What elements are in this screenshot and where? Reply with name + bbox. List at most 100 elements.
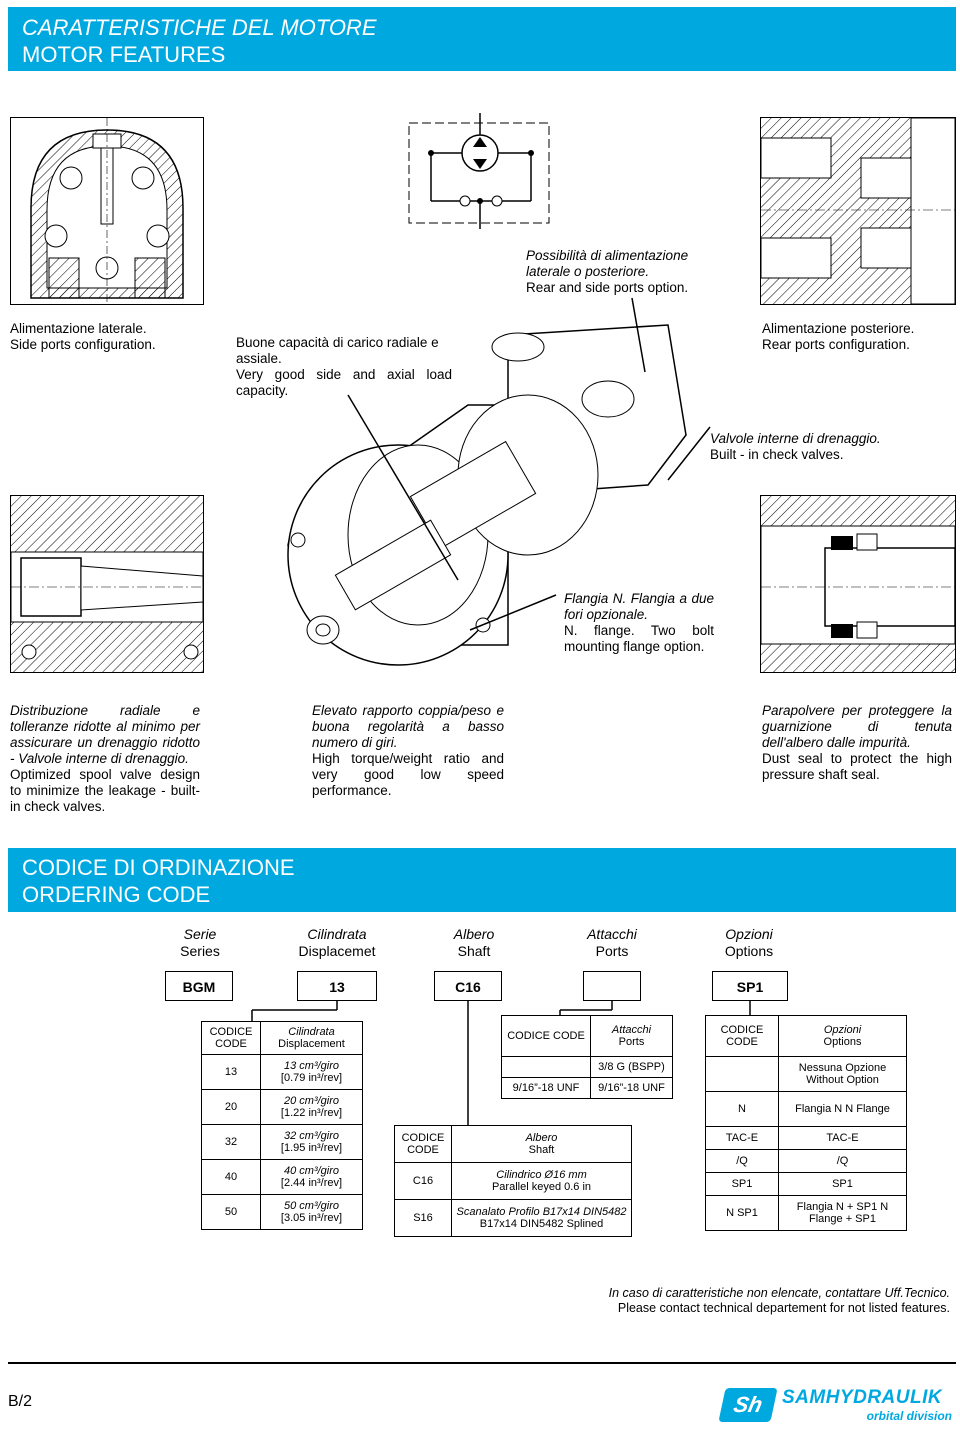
brand-tagline: orbital division [866,1409,952,1423]
caption-rear-ports-it: Alimentazione posteriore. [762,321,915,336]
head-it: Opzioni [823,1024,862,1036]
ordering-connectors [251,1001,751,1125]
caption-ports-option: Possibilità di alimentazione laterale o … [526,248,716,296]
table-cell-code [501,1056,591,1078]
side-ports-drawing [10,117,204,305]
head-it: Albero [525,1132,558,1144]
header-series: Serie Series [160,926,240,960]
footnote-it: In caso di caratteristiche non elencate,… [608,1286,950,1300]
table-cell-code: 20 [201,1089,261,1125]
table-head-code: CODICE CODE [201,1021,261,1055]
table-cell-desc: /Q [778,1149,907,1173]
table-cell-desc: SP1 [778,1172,907,1196]
head-en: Ports [618,1036,645,1048]
table-cell-code [705,1056,779,1092]
code-box-ports [583,971,641,1001]
table-row: 9/16”-18 UNF 9/16”-18 UNF [501,1077,673,1099]
table-cell-code: SP1 [705,1172,779,1196]
head-en: Shaft [528,1144,555,1156]
caption-torque-en: High torque/weight ratio and very good l… [312,751,504,798]
cell-desc-en: B17x14 DIN5482 Splined [479,1218,604,1230]
caption-torque: Elevato rapporto coppia/peso e buona reg… [312,703,504,799]
code-box-displacement: 13 [297,971,377,1001]
caption-flange-it: Flangia N. Flangia a due fori opzionale. [564,591,714,622]
table-cell-desc: Flangia N N Flange [778,1091,907,1127]
cell-desc-en: Parallel keyed 0.6 in [491,1181,592,1193]
table-row: 40 40 cm³/giro[2.44 in³/rev] [201,1159,363,1195]
caption-dust-seal-it: Parapolvere per proteggere la guarnizion… [762,703,952,750]
table-row: N Flangia N N Flange [705,1091,907,1127]
table-row: 50 50 cm³/giro[3.05 in³/rev] [201,1194,363,1230]
code-box-options: SP1 [712,971,788,1001]
header-options-it: Opzioni [725,926,773,942]
caption-check-valves: Valvole interne di drenaggio. Built - in… [710,431,950,463]
caption-spool-it: Distribuzione radiale e tolleranze ridot… [10,703,200,766]
head-en: Options [823,1036,862,1048]
header-displacement-it: Cilindrata [307,926,367,942]
table-cell-code: TAC-E [705,1126,779,1150]
dust-seal-drawing [760,495,956,673]
table-head-code: CODICE CODE [705,1015,779,1057]
table-cell-code: N SP1 [705,1195,779,1231]
caption-side-ports-en: Side ports configuration. [10,337,156,352]
footnote: In caso di caratteristiche non elencate,… [609,1286,950,1316]
cell-cc: 50 cm³/giro [283,1200,340,1212]
header-ports: Attacchi Ports [572,926,652,960]
caption-dust-seal-en: Dust seal to protect the high pressure s… [762,751,952,782]
header-ports-it: Attacchi [587,926,637,942]
header-shaft: Albero Shaft [434,926,514,960]
brand-logo: Sh SAMHYDRAULIK orbital division [718,1387,954,1424]
table-cell-desc: 3/8 G (BSPP) [590,1056,673,1078]
cell-in: [1.95 in³/rev] [280,1142,343,1154]
table-cell-code: 40 [201,1159,261,1195]
motor-isometric-drawing [268,315,698,685]
table-row: N SP1 Flangia N + SP1 N Flange + SP1 [705,1195,907,1231]
caption-spool: Distribuzione radiale e tolleranze ridot… [10,703,200,815]
table-row: 3/8 G (BSPP) [501,1056,673,1078]
caption-radial-load: Buone capacità di carico radiale e assia… [236,335,452,399]
table-cell-code: /Q [705,1149,779,1173]
cell-in: [2.44 in³/rev] [280,1177,343,1189]
table-row: /Q /Q [705,1149,907,1173]
footnote-en: Please contact technical departement for… [617,1301,950,1315]
header-series-en: Series [180,943,220,959]
spool-valve-drawing [10,495,204,673]
caption-ports-option-it: Possibilità di alimentazione laterale o … [526,248,689,279]
header-options-en: Options [724,943,774,959]
table-cell-desc: 13 cm³/giro[0.79 in³/rev] [260,1054,363,1090]
table-row: 20 20 cm³/giro[1.22 in³/rev] [201,1089,363,1125]
header-title-en: MOTOR FEATURES [22,42,226,67]
caption-dust-seal: Parapolvere per proteggere la guarnizion… [762,703,952,783]
table-cell-desc: Flangia N + SP1 N Flange + SP1 [778,1195,907,1231]
code-box-series: BGM [165,971,233,1001]
caption-rear-ports-en: Rear ports configuration. [762,337,910,352]
table-cell-code: 32 [201,1124,261,1160]
table-cell-desc: 9/16”-18 UNF [590,1077,673,1099]
table-cell-code: N [705,1091,779,1127]
brand-name: SAMHYDRAULIK [782,1387,943,1408]
cell-cc: 20 cm³/giro [283,1095,340,1107]
table-cell-desc: Nessuna Opzione Without Option [778,1056,907,1092]
table-cell-code: 50 [201,1194,261,1230]
table-cell-code: 13 [201,1054,261,1090]
header-shaft-en: Shaft [457,943,491,959]
code-box-shaft: C16 [434,971,502,1001]
cell-desc-it: Cilindrico Ø16 mm [496,1169,587,1181]
header-banner: CARATTERISTICHE DEL MOTORE MOTOR FEATURE… [8,7,956,71]
header-options: Opzioni Options [709,926,789,960]
table-cell-desc: 32 cm³/giro[1.95 in³/rev] [260,1124,363,1160]
ordering-title-en: ORDERING CODE [22,882,211,907]
table-cell-code: 9/16”-18 UNF [501,1077,591,1099]
